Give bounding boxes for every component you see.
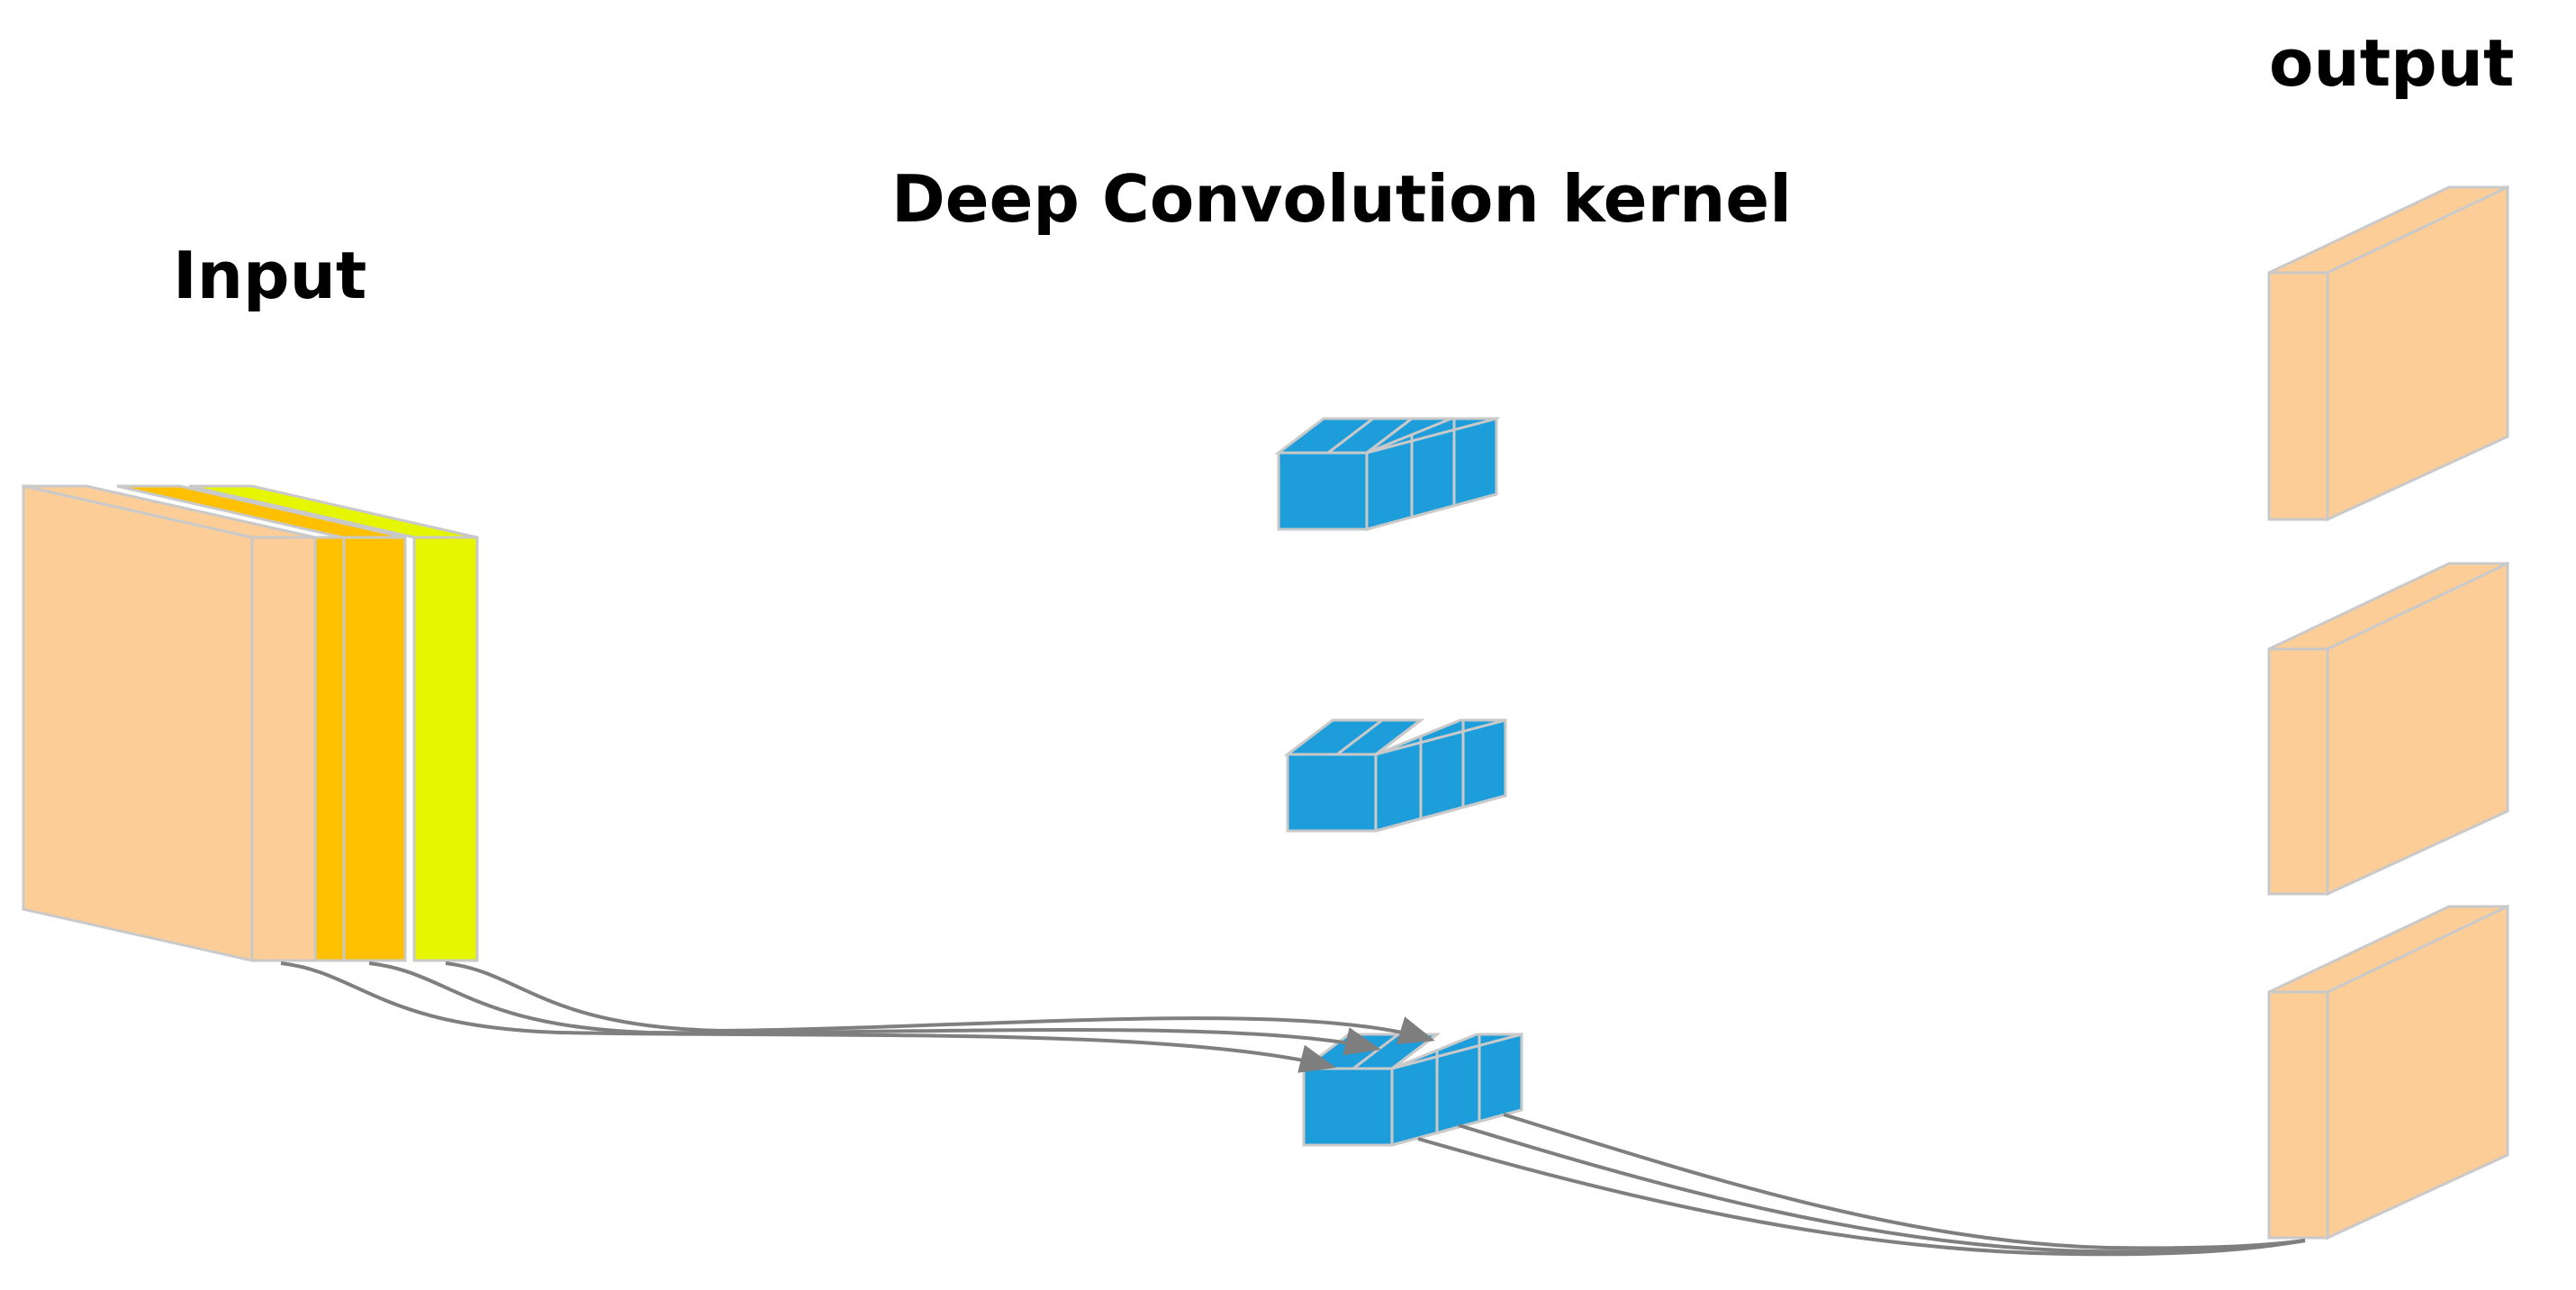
input-to-kernel-connectors: [280, 961, 1435, 1073]
connector-input-1: [280, 961, 1336, 1073]
output-map-top: [2267, 185, 2509, 522]
output-label: output: [2269, 25, 2515, 101]
input-channel-yellow: [188, 484, 479, 962]
input-feature-map-stack: [22, 484, 479, 962]
connector-output-2: [1458, 1123, 2306, 1254]
connector-input-2: [368, 961, 1381, 1056]
output-map-middle: [2267, 561, 2509, 897]
kernel-label: Deep Convolution kernel: [891, 161, 1792, 237]
output-map-bottom: [2267, 904, 2509, 1240]
input-label: Input: [173, 238, 367, 313]
kernel-to-output-connectors: [1417, 1113, 2306, 1257]
connector-output-1: [1417, 1137, 2306, 1257]
input-channel-orange-back: [116, 484, 407, 962]
input-channel-peach-front: [22, 484, 346, 962]
kernel-top: [1274, 417, 1501, 531]
kernel-middle: [1283, 718, 1507, 833]
kernel-bottom: [1299, 1033, 1523, 1147]
connector-input-3: [445, 961, 1435, 1045]
connector-output-3: [1503, 1113, 2306, 1250]
